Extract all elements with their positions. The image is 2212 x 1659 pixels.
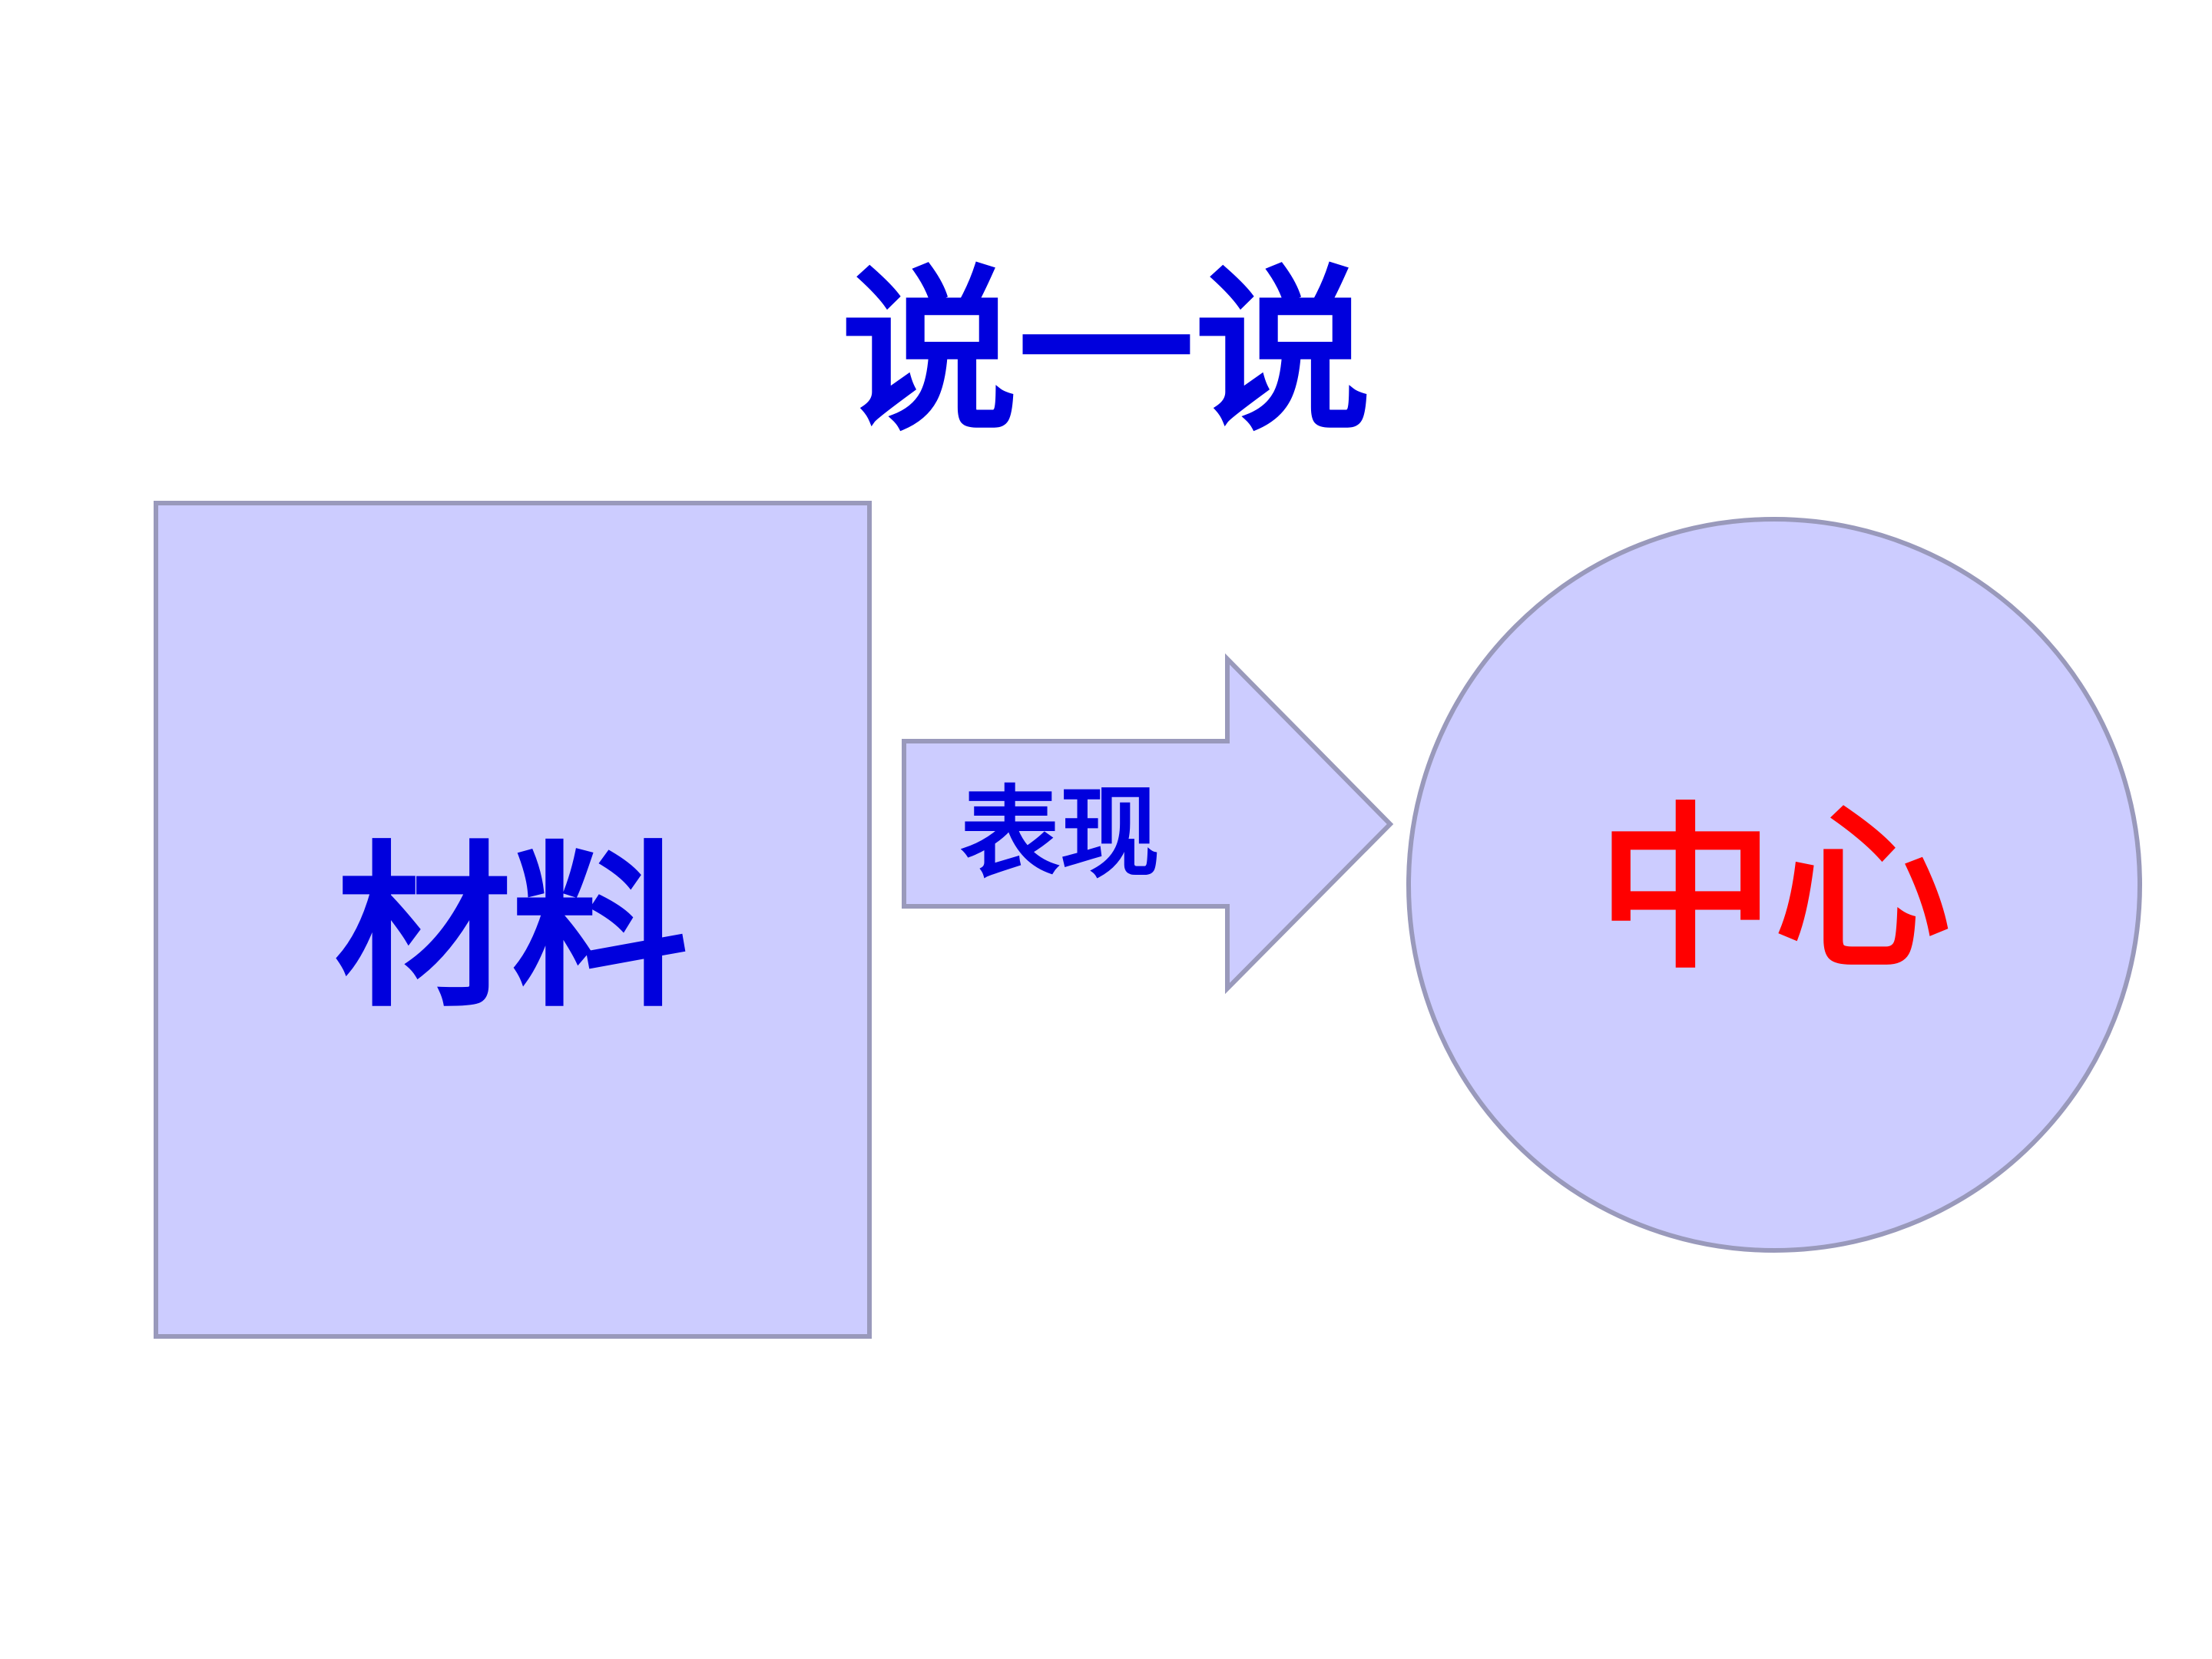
- center-label: 中心: [1597, 788, 1951, 993]
- arrow-label: 表现: [959, 775, 1160, 892]
- material-label: 材料: [334, 826, 688, 1031]
- center-circle: [1406, 517, 2142, 1253]
- material-box: [154, 501, 872, 1339]
- arrow-shape: [902, 653, 1394, 995]
- slide-title: 说一说: [840, 250, 1371, 455]
